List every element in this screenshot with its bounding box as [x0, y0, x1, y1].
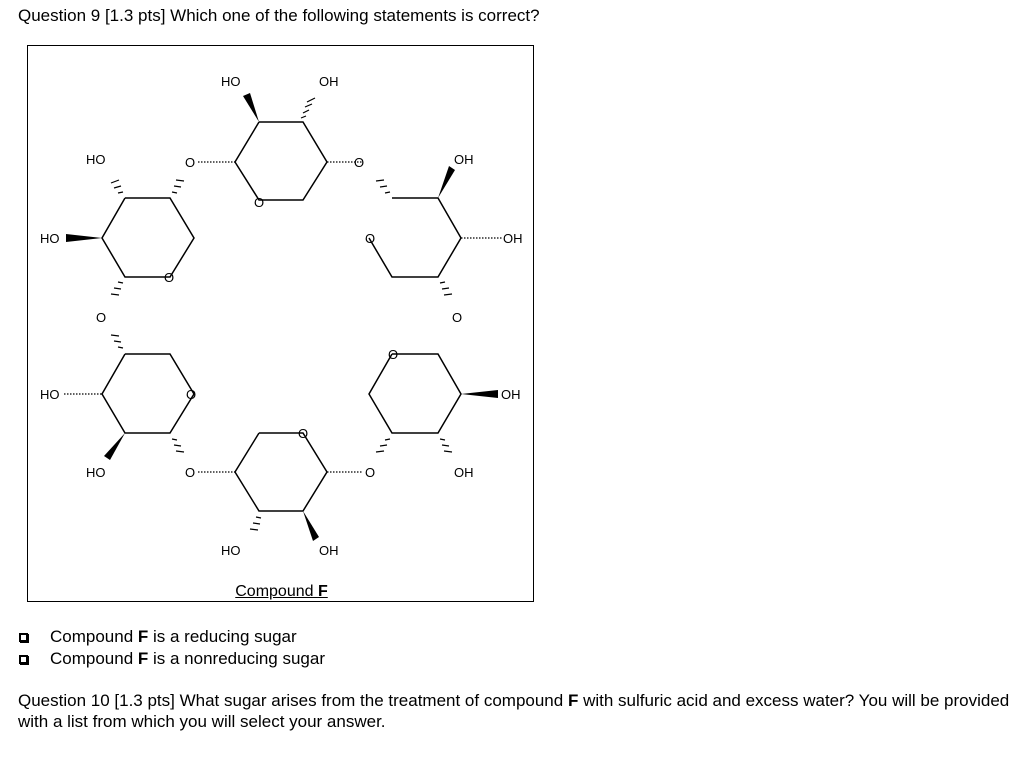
hydroxyl-label: HO — [221, 543, 241, 558]
compound-f-figure: HO OH O O O HO HO O O — [27, 45, 534, 602]
lower-right-ring — [368, 353, 462, 434]
hydroxyl-label: HO — [221, 74, 241, 89]
ring-oxygen-label: O — [186, 387, 196, 402]
hydroxyl-label: OH — [454, 152, 474, 167]
question-9-title: Question 9 [1.3 pts] Which one of the fo… — [18, 6, 540, 25]
hydroxyl-label: OH — [503, 231, 523, 246]
hash-bond — [300, 97, 316, 119]
hash-bond — [375, 179, 453, 296]
lower-left-ring — [101, 353, 195, 434]
hash-bond — [375, 438, 453, 453]
wedge-bond — [104, 433, 125, 460]
option-reducing-sugar[interactable]: Compound F is a reducing sugar — [18, 626, 325, 648]
wedge-bond — [243, 93, 259, 122]
hydroxyl-label: HO — [40, 231, 60, 246]
upper-right-ring — [368, 197, 462, 278]
option-label: Compound F is a reducing sugar — [50, 627, 297, 646]
upper-left-ring — [101, 197, 195, 278]
ring-oxygen-label: O — [254, 195, 264, 210]
glycosidic-oxygen-label: O — [96, 310, 106, 325]
glycosidic-oxygen-label: O — [185, 465, 195, 480]
glycosidic-oxygen-label: O — [365, 465, 375, 480]
cyclic-oligosaccharide-structure: HO OH O O O HO HO O O — [40, 74, 523, 558]
checkbox[interactable] — [19, 632, 28, 642]
caption-text: Compound — [235, 583, 318, 600]
hash-bond — [110, 334, 185, 453]
ring-oxygen-label: O — [388, 347, 398, 362]
hydroxyl-label: HO — [86, 465, 106, 480]
top-ring — [234, 121, 328, 201]
bottom-ring — [234, 432, 328, 512]
ring-oxygen-label: O — [365, 231, 375, 246]
ring-oxygen-label: O — [164, 270, 174, 285]
wedge-bond — [303, 511, 319, 541]
hydroxyl-label: HO — [86, 152, 106, 167]
wedge-bond — [438, 166, 455, 198]
hydroxyl-label: OH — [319, 543, 339, 558]
option-label: Compound F is a nonreducing sugar — [50, 649, 326, 668]
wedge-bond — [461, 390, 498, 398]
figure-caption: Compound F — [28, 583, 535, 601]
hash-bond — [110, 179, 185, 296]
glycosidic-oxygen-label: O — [354, 155, 364, 170]
ring-oxygen-label: O — [298, 426, 308, 441]
checkbox[interactable] — [19, 654, 28, 664]
glycosidic-oxygen-label: O — [452, 310, 462, 325]
glycosidic-oxygen-label: O — [185, 155, 195, 170]
question-10-text: Question 10 [1.3 pts] What sugar arises … — [18, 691, 1010, 731]
answer-options: Compound F is a reducing sugar Compound … — [18, 626, 325, 670]
wedge-bond — [66, 234, 102, 242]
hydroxyl-label: OH — [454, 465, 474, 480]
option-nonreducing-sugar[interactable]: Compound F is a nonreducing sugar — [18, 648, 325, 670]
caption-compound-letter: F — [317, 583, 328, 600]
hydroxyl-label: OH — [501, 387, 521, 402]
hydroxyl-label: HO — [40, 387, 60, 402]
hash-bond — [249, 516, 262, 531]
hydroxyl-label: OH — [319, 74, 339, 89]
